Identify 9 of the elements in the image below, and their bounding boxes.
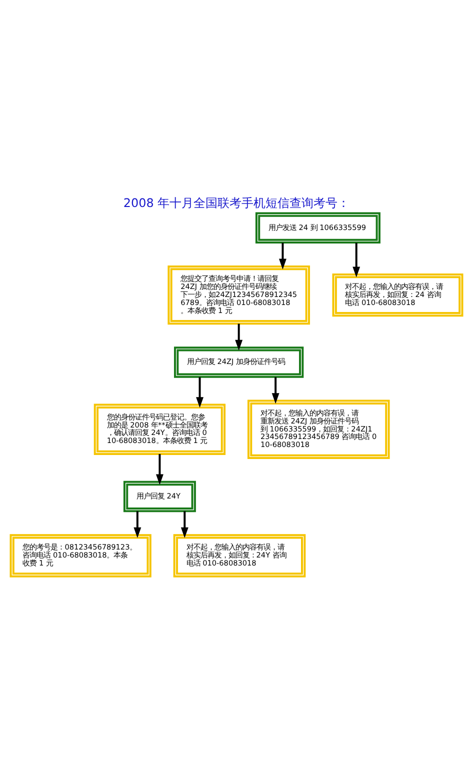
arrow	[180, 511, 188, 538]
arrow	[134, 511, 142, 538]
arrow	[235, 324, 243, 351]
arrow	[272, 377, 280, 404]
arrow	[278, 242, 286, 270]
arrow	[196, 377, 204, 408]
diagram-title: 2008 年十月全国联考手机短信查询考号：	[123, 196, 350, 210]
arrow	[352, 242, 360, 278]
arrow	[156, 454, 164, 485]
